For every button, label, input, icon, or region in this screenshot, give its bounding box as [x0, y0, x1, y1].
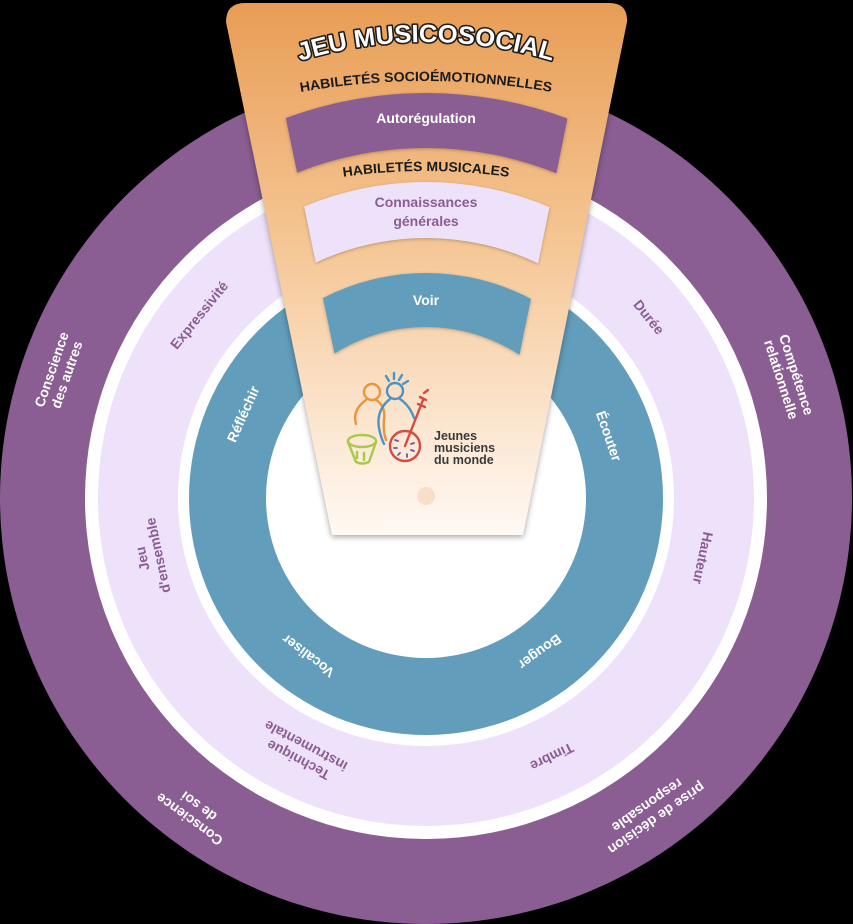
see-label: Voir: [413, 292, 440, 308]
autoregulation-label: Autorégulation: [376, 110, 476, 126]
general-knowledge-label-line2: générales: [393, 213, 459, 229]
drum-icon: [346, 433, 378, 465]
banjo-icon: [388, 388, 430, 463]
banjo-dots: [393, 439, 415, 458]
general-knowledge-label-line1: Connaissances: [375, 194, 478, 210]
band-see: [323, 272, 531, 355]
logo-text-line3: du monde: [434, 453, 494, 467]
musicians-logo-icon: [346, 371, 430, 465]
logo-text-line1: Jeunes: [434, 429, 477, 443]
logo-text-line2: musiciens: [434, 441, 495, 455]
blue-figure-icon: [377, 371, 416, 446]
orange-figure-icon: [353, 382, 388, 442]
band-general-knowledge: [304, 182, 550, 264]
center-dot: [417, 487, 435, 505]
musical-skills-heading: HABILETÉS MUSICALES: [342, 159, 511, 180]
band-autoregulation: [285, 92, 568, 174]
